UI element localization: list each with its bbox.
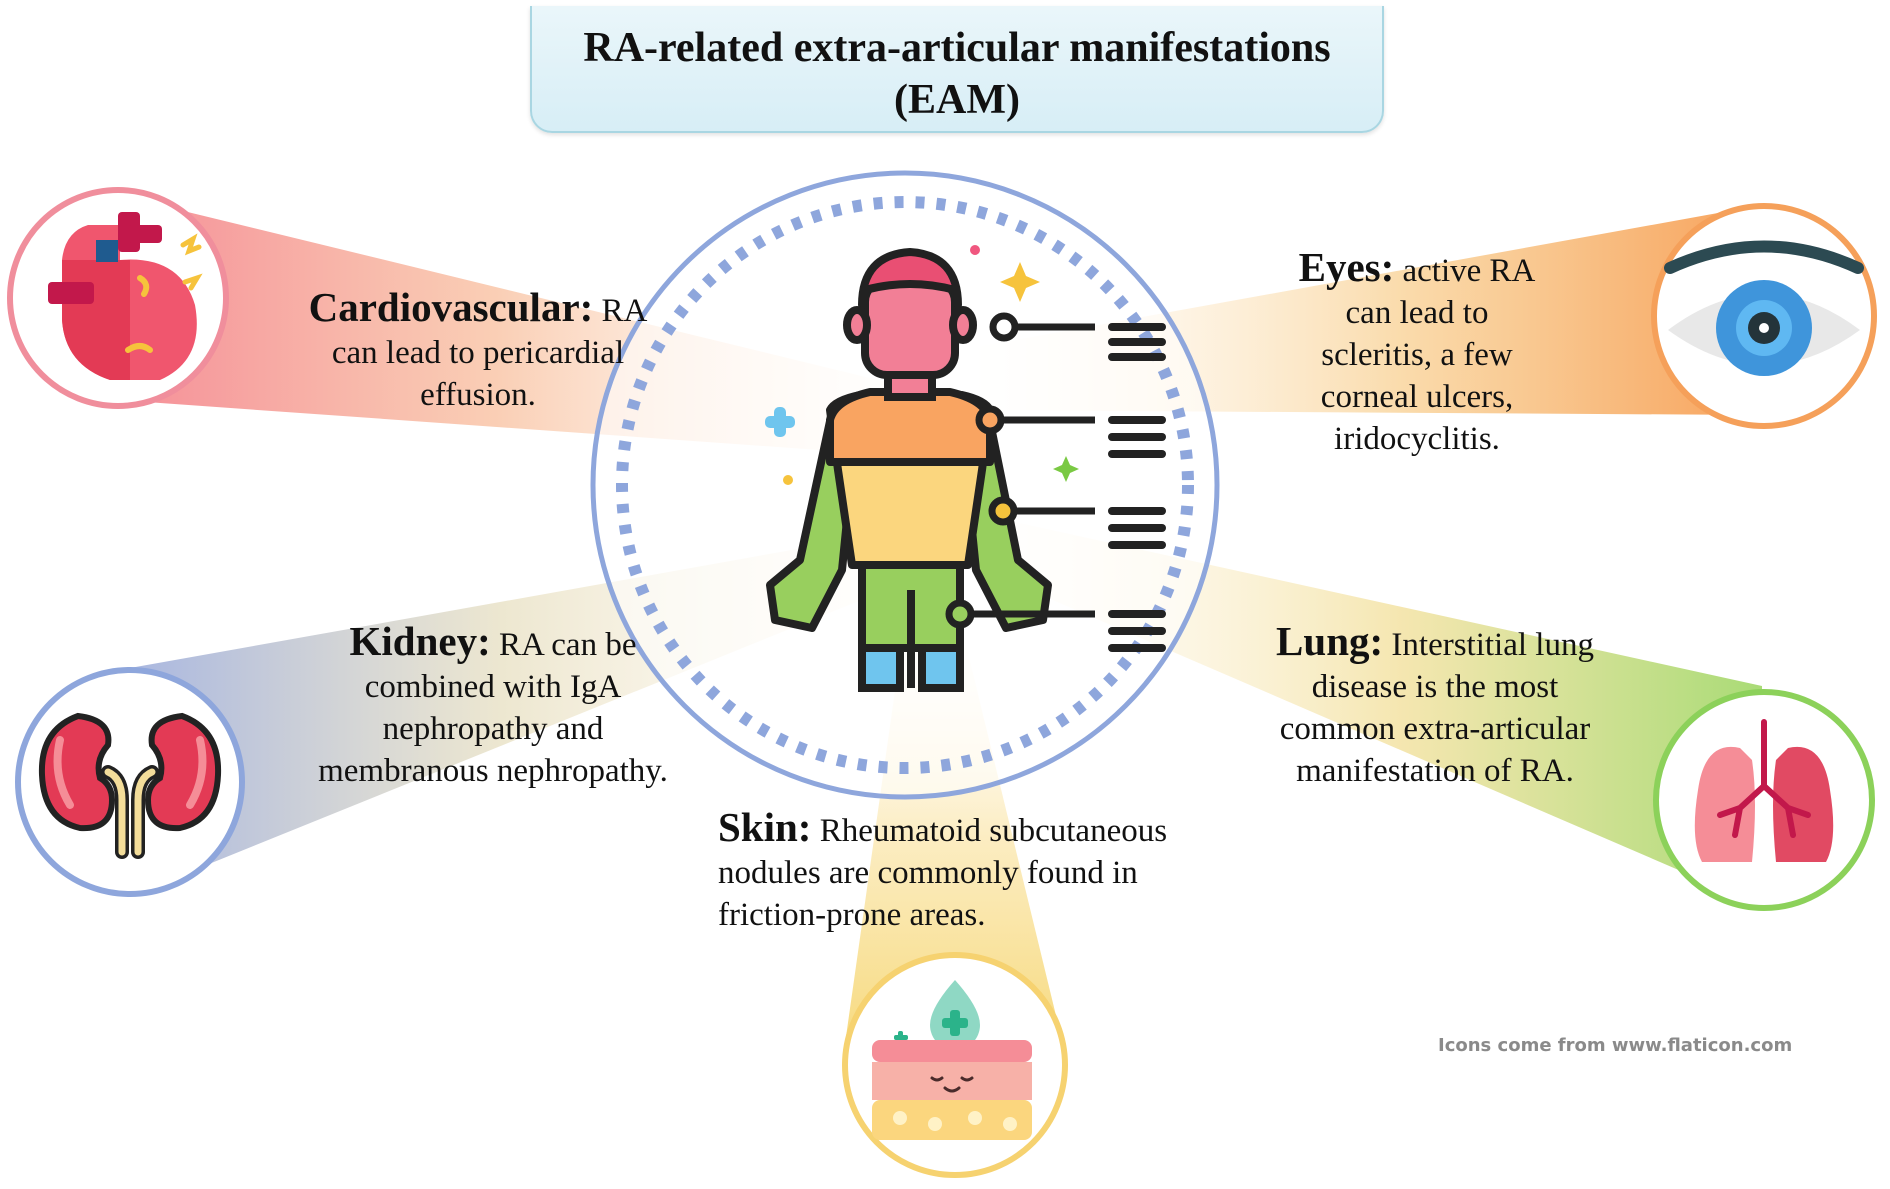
eyes-line-4: corneal ulcers, xyxy=(1320,379,1514,415)
skin-heading: Skin: xyxy=(718,804,812,850)
body-hair xyxy=(858,248,962,309)
cardiovascular-line-3: effusion. xyxy=(420,377,536,413)
cardiovascular-line-2: can lead to pericardial xyxy=(331,335,625,371)
skin-text: Skin: Rheumatoid subcutaneous nodules ar… xyxy=(718,806,1238,936)
callout-shoulder xyxy=(975,405,1166,458)
dot-pink xyxy=(970,245,980,255)
kidney-heading: Kidney: xyxy=(349,618,491,664)
sparkle-gold xyxy=(1000,262,1040,302)
eyes-line-1: active RA xyxy=(1402,253,1536,289)
dot-gold xyxy=(783,475,793,485)
skin-line-1: Rheumatoid subcutaneous xyxy=(819,813,1168,849)
cardiovascular-heading: Cardiovascular: xyxy=(308,284,594,330)
skin-line-2: nodules are commonly found in xyxy=(718,855,1138,891)
kidney-line-1: RA can be xyxy=(499,627,637,663)
kidney-line-3: nephropathy and xyxy=(382,711,604,747)
title-line-1: RA-related extra-articular manifestation… xyxy=(583,25,1331,71)
lung-line-4: manifestation of RA. xyxy=(1296,753,1574,789)
kidney-text: Kidney: RA can be combined with IgA neph… xyxy=(288,620,698,792)
lung-line-3: common extra-articular xyxy=(1279,711,1591,747)
eyes-line-2: can lead to xyxy=(1345,295,1489,331)
lung-heading: Lung: xyxy=(1276,618,1384,664)
sparkle-green xyxy=(1053,456,1079,482)
cardiovascular-text: Cardiovascular: RA can lead to pericardi… xyxy=(258,286,698,416)
kidney-line-4: membranous nephropathy. xyxy=(318,753,668,789)
skin-line-3: friction-prone areas. xyxy=(718,897,986,933)
lung-line-1: Interstitial lung xyxy=(1391,627,1594,663)
title-line-2: (EAM) xyxy=(894,77,1020,123)
callout-head xyxy=(989,312,1166,361)
lung-text: Lung: Interstitial lung disease is the m… xyxy=(1250,620,1620,792)
kidney-line-2: combined with IgA xyxy=(364,669,622,705)
center-dashed-ring xyxy=(616,196,1194,774)
title-box: RA-related extra-articular manifestation… xyxy=(530,6,1384,133)
icon-credit: Icons come from www.flaticon.com xyxy=(1438,1035,1793,1056)
eyes-line-5: iridocyclitis. xyxy=(1334,421,1500,457)
callout-torso xyxy=(988,496,1166,549)
callout-legs xyxy=(945,599,1166,652)
eyes-heading: Eyes: xyxy=(1298,244,1395,290)
plus-blue-v xyxy=(774,407,786,437)
body-feet-right xyxy=(918,644,964,692)
cardiovascular-line-1: RA xyxy=(601,293,648,329)
eyes-text: Eyes: active RA can lead to scleritis, a… xyxy=(1262,246,1572,460)
body-feet-left xyxy=(858,644,904,692)
lung-line-2: disease is the most xyxy=(1311,669,1559,705)
eyes-line-3: scleritis, a few xyxy=(1321,337,1513,373)
